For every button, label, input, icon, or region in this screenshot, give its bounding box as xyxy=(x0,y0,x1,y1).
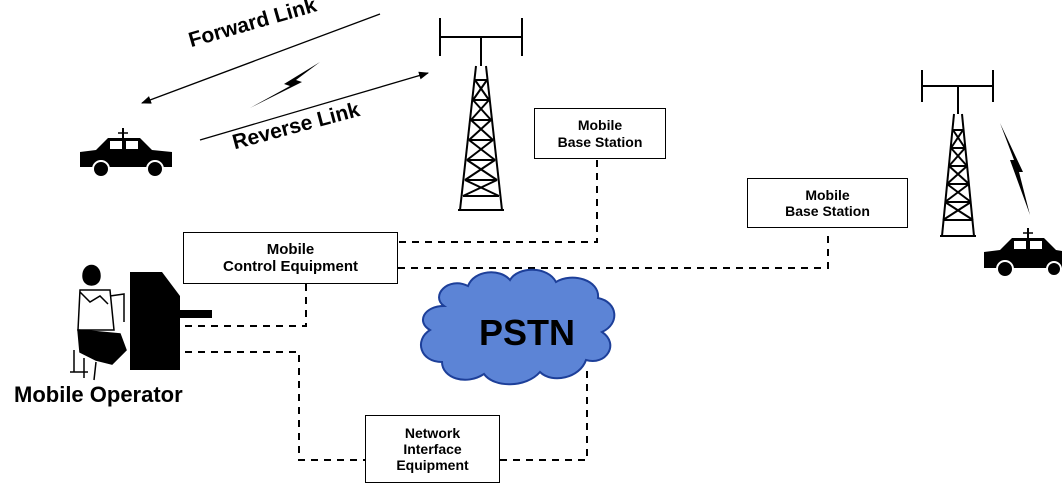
car-icon xyxy=(80,128,172,178)
base-station-label-line1: Mobile xyxy=(805,186,850,203)
operator-person-icon xyxy=(70,264,127,381)
reverse-link-arrow xyxy=(199,71,429,141)
lightning-bolt-icon xyxy=(250,62,320,108)
base-station-label-line2: Base Station xyxy=(557,133,643,150)
network-interface-label-line1: Network xyxy=(404,424,461,441)
antenna-tower-icon xyxy=(921,70,994,237)
control-equipment-label-line1: Mobile xyxy=(266,240,315,258)
pstn-label: PSTN xyxy=(478,312,575,353)
control-equipment-label-line2: Control Equipment xyxy=(223,258,358,275)
control-equipment-box: Mobile Control Equipment xyxy=(183,232,398,284)
network-interface-label-line2: Interface xyxy=(403,440,462,457)
forward-link-arrow xyxy=(141,13,381,104)
console-terminal-icon xyxy=(130,272,212,370)
antenna-tower-icon xyxy=(439,18,523,211)
base-station-label-line2: Base Station xyxy=(785,203,870,219)
dashed-connections xyxy=(185,160,829,461)
car-icon xyxy=(984,228,1062,278)
network-interface-box: Network Interface Equipment xyxy=(365,415,500,483)
network-interface-label-line3: Equipment xyxy=(396,457,469,474)
base-station-box: Mobile Base Station xyxy=(534,108,666,159)
base-station-label-line1: Mobile xyxy=(577,117,623,134)
lightning-bolt-icon xyxy=(1000,123,1030,215)
base-station-box: Mobile Base Station xyxy=(747,178,908,228)
cloud-icon xyxy=(419,268,616,386)
mobile-operator-label: Mobile Operator xyxy=(14,382,183,407)
